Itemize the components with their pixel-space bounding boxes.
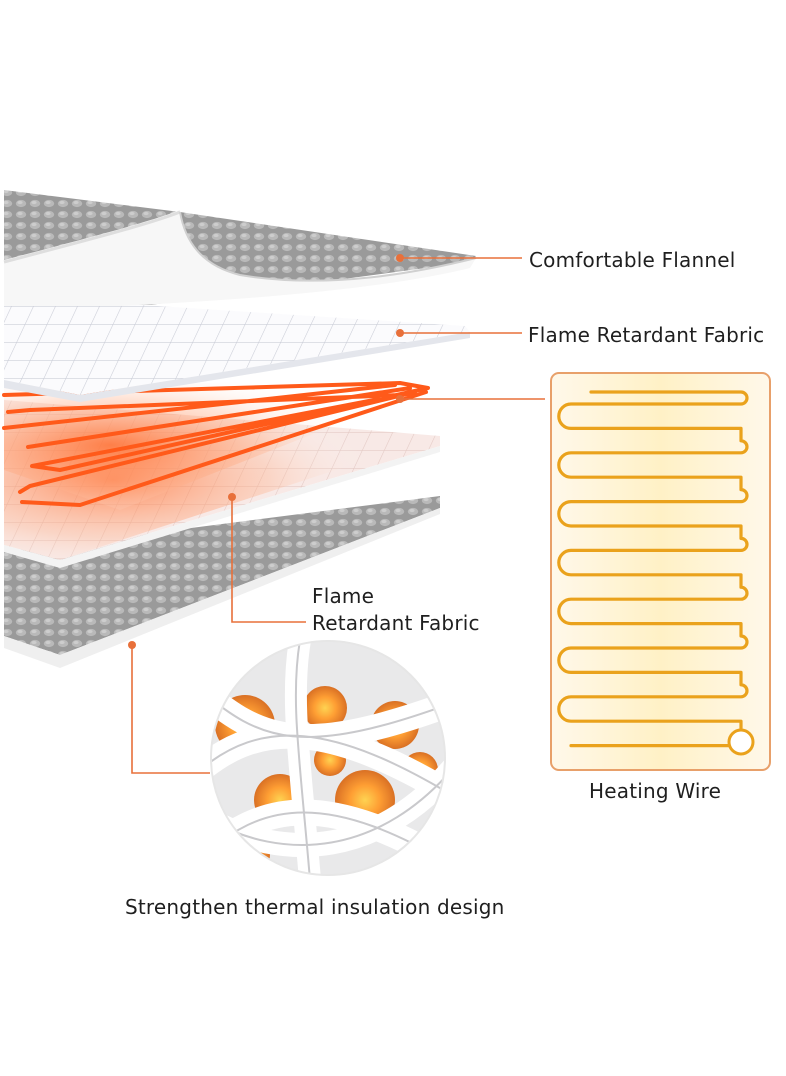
label-flame-retardant-fabric-lower-line2: Retardant Fabric bbox=[312, 611, 480, 635]
label-thermal-insulation: Strengthen thermal insulation design bbox=[125, 895, 505, 919]
leader-dot-lower-fabric bbox=[228, 493, 236, 501]
leader-dot-heating-wire bbox=[396, 395, 404, 403]
leader-dot-upper-fabric bbox=[396, 329, 404, 337]
heating-wire-layer bbox=[2, 380, 430, 510]
leader-line-insulation bbox=[131, 645, 210, 774]
label-flame-retardant-fabric-lower-line1: Flame bbox=[312, 584, 375, 608]
upper-fabric-layer bbox=[4, 296, 470, 402]
heating-wire-coil-icon bbox=[550, 372, 771, 771]
label-flame-retardant-fabric-top: Flame Retardant Fabric bbox=[528, 323, 765, 347]
label-comfortable-flannel: Comfortable Flannel bbox=[529, 248, 736, 272]
leader-dot-insulation bbox=[128, 641, 136, 649]
leader-dot-flannel bbox=[396, 254, 404, 262]
heating-coil-path bbox=[557, 390, 749, 748]
leader-dots bbox=[128, 254, 404, 649]
leader-lines bbox=[131, 257, 545, 774]
woven-fiber-closeup-icon bbox=[210, 640, 446, 876]
leader-line-lower-fabric bbox=[231, 497, 306, 623]
bottom-flannel-layer bbox=[4, 496, 440, 668]
label-heating-wire: Heating Wire bbox=[589, 779, 722, 803]
top-flannel-layer bbox=[3, 190, 477, 306]
